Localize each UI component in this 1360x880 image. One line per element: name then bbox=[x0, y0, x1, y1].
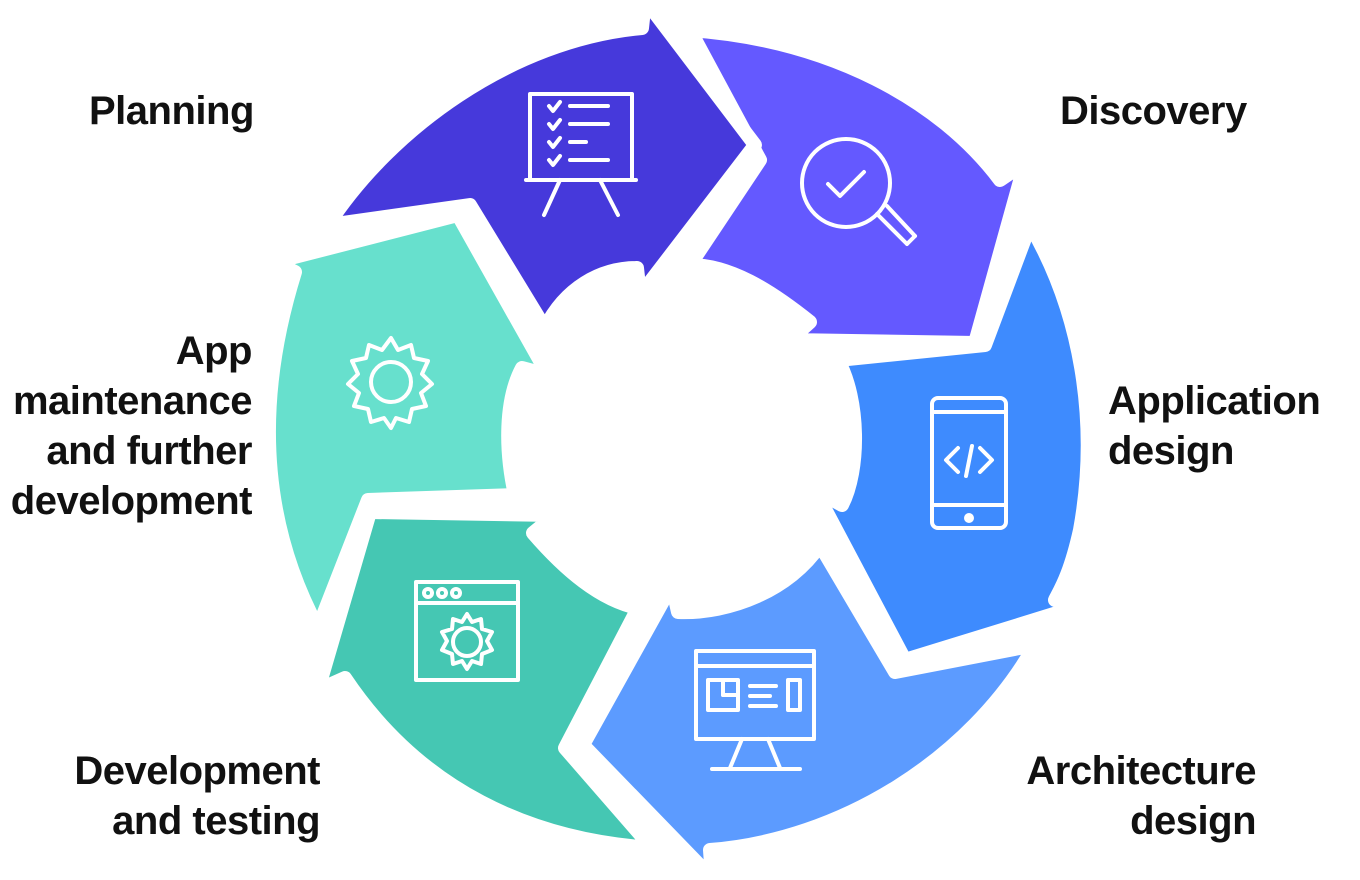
gear-icon bbox=[346, 336, 434, 430]
segment-discovery bbox=[683, 23, 1032, 350]
label-line: Planning bbox=[89, 89, 254, 133]
browser-gear-icon bbox=[414, 580, 520, 682]
label-line: development bbox=[10, 479, 253, 523]
label-line: maintenance bbox=[12, 379, 253, 423]
label-line: App bbox=[175, 329, 253, 373]
stage-label-maintenance: App maintenance and further development bbox=[10, 326, 253, 526]
label-line: Development bbox=[74, 749, 320, 793]
stage-label-development-testing: Development and testing bbox=[74, 746, 320, 846]
stage-label-planning: Planning bbox=[89, 86, 254, 136]
stage-label-application-design: Application design bbox=[1108, 376, 1321, 476]
smartphone-code-icon bbox=[930, 396, 1008, 530]
stage-label-architecture-design: Architecture design bbox=[1026, 746, 1256, 846]
label-line: Architecture bbox=[1026, 749, 1256, 793]
segment-planning bbox=[321, 0, 762, 335]
magnifier-check-icon bbox=[800, 137, 917, 246]
presentation-board-checklist-icon bbox=[524, 92, 638, 217]
segment-application-design bbox=[808, 218, 1095, 667]
label-line: Application bbox=[1108, 379, 1321, 423]
segment-architecture-design bbox=[576, 538, 1042, 880]
label-line: design bbox=[1108, 429, 1234, 473]
monitor-layout-icon bbox=[694, 649, 816, 771]
label-line: and testing bbox=[112, 799, 320, 843]
label-line: design bbox=[1130, 799, 1256, 843]
stage-label-discovery: Discovery bbox=[1060, 86, 1247, 136]
label-line: Discovery bbox=[1060, 89, 1247, 133]
label-line: and further bbox=[46, 429, 252, 473]
